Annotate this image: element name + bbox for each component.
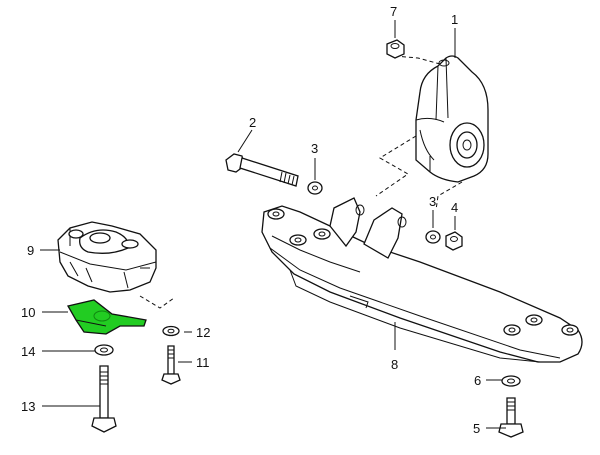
assembly-line-7 (394, 55, 441, 65)
callout-14: 14 (21, 344, 35, 359)
callout-4: 4 (451, 200, 458, 215)
part-3-washer-upper[interactable] (307, 181, 323, 195)
part-14-washer[interactable] (94, 344, 114, 356)
callout-5: 5 (473, 421, 480, 436)
callout-9: 9 (27, 243, 34, 258)
part-12-washer[interactable] (162, 325, 180, 337)
callout-3-lower: 3 (429, 194, 436, 209)
assembly-line-1 (375, 135, 417, 197)
callout-3-upper: 3 (311, 141, 318, 156)
part-1-upper-mount[interactable] (415, 55, 489, 183)
callout-7: 7 (390, 4, 397, 19)
callout-10: 10 (21, 305, 35, 320)
callout-8: 8 (391, 357, 398, 372)
part-6-washer[interactable] (501, 375, 521, 387)
part-5-bolt[interactable] (498, 397, 524, 438)
leader-lines (40, 20, 506, 429)
part-9-side-mount[interactable] (57, 221, 157, 293)
callout-12: 12 (196, 325, 210, 340)
part-4-nut[interactable] (445, 231, 463, 251)
callout-11: 11 (196, 355, 210, 370)
callout-labels: 7 1 2 3 3 4 9 10 12 14 11 8 6 13 5 (21, 4, 481, 436)
callout-2: 2 (249, 115, 256, 130)
callout-13: 13 (21, 399, 35, 414)
part-10-shield-plate[interactable] (67, 299, 147, 335)
assembly-line-1b (435, 181, 463, 211)
part-8-crossmember[interactable] (261, 197, 583, 363)
callout-1: 1 (451, 12, 458, 27)
part-2-long-bolt[interactable] (225, 153, 299, 187)
part-11-short-bolt[interactable] (161, 345, 181, 385)
part-3-washer-lower[interactable] (425, 230, 441, 244)
part-13-long-bolt[interactable] (91, 365, 117, 433)
assembly-line-9 (139, 295, 175, 309)
callout-6: 6 (474, 373, 481, 388)
part-7-nut[interactable] (386, 39, 405, 59)
